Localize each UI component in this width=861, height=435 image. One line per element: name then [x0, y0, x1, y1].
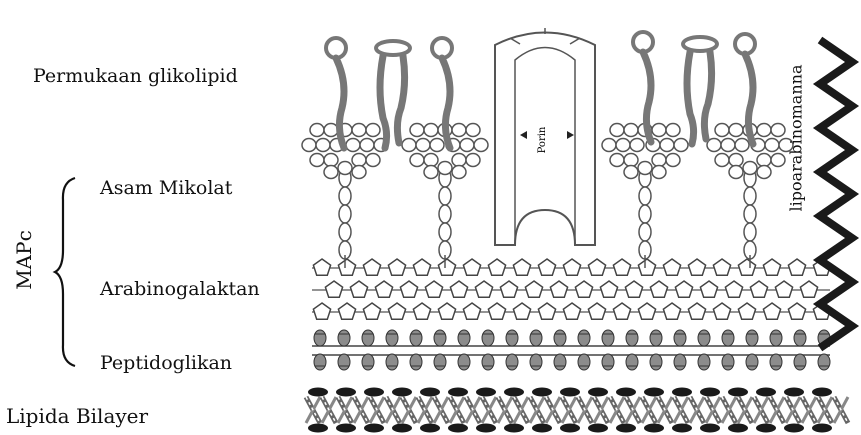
lipoarabinomannan-label: lipoarabinomanna [787, 72, 806, 212]
lipid-bilayer-graphic [306, 388, 848, 433]
mycolic-acid-label: Asam Mikolat [100, 177, 232, 199]
mapc-label: MAPc [12, 230, 36, 290]
peptidoglycan-label: Peptidoglikan [100, 352, 232, 374]
lipid-bilayer-label: Lipida Bilayer [6, 404, 148, 428]
arabinogalactan-graphic [312, 259, 831, 319]
peptidoglycan-graphic [312, 330, 830, 370]
surface-glycolipid-label: Permukaan glikolipid [33, 65, 238, 87]
porin-label: Porin [537, 126, 548, 153]
lipoarabinomannan-graphic [820, 40, 852, 348]
arabinogalactan-label: Arabinogalaktan [100, 278, 260, 300]
porin-channel: Porin [495, 28, 595, 245]
mapc-brace [55, 178, 75, 366]
